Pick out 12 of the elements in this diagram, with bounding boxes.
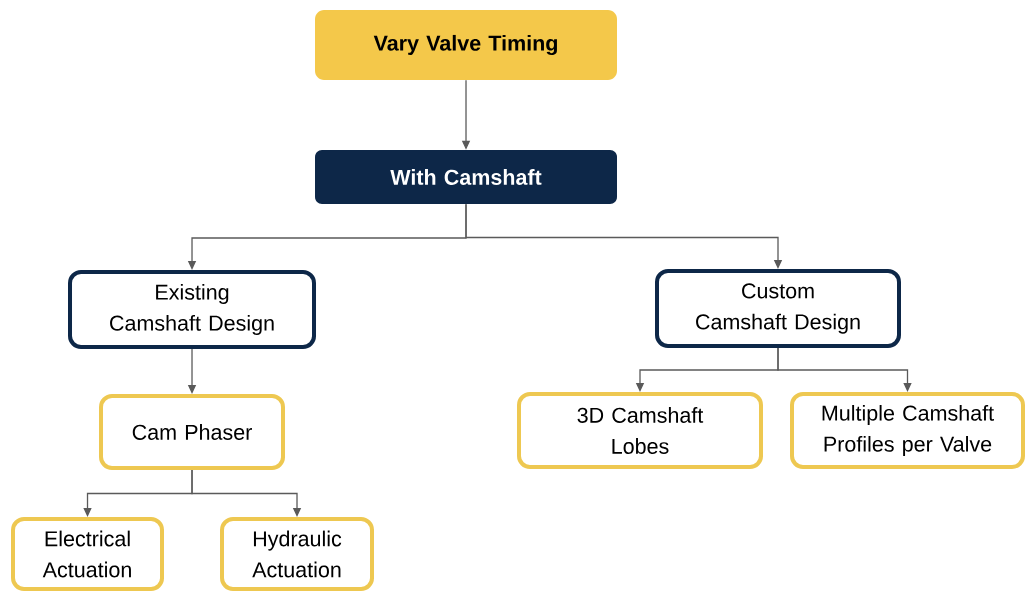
option-box: Electrical Actuation: [11, 517, 164, 591]
arrow: [465, 203, 783, 269]
option-box: Hydraulic Actuation: [220, 517, 374, 591]
arrow: [191, 469, 302, 517]
option-box: Multiple Camshaft Profiles per Valve: [790, 392, 1025, 469]
category-box: With Camshaft: [315, 150, 617, 204]
arrow: [777, 347, 912, 392]
option-box: Cam Phaser: [99, 394, 285, 470]
method-box: Custom Camshaft Design: [655, 269, 901, 348]
title-box: Vary Valve Timing: [315, 10, 617, 80]
option-box: 3D Camshaft Lobes: [517, 392, 763, 469]
method-box: Existing Camshaft Design: [68, 270, 316, 349]
